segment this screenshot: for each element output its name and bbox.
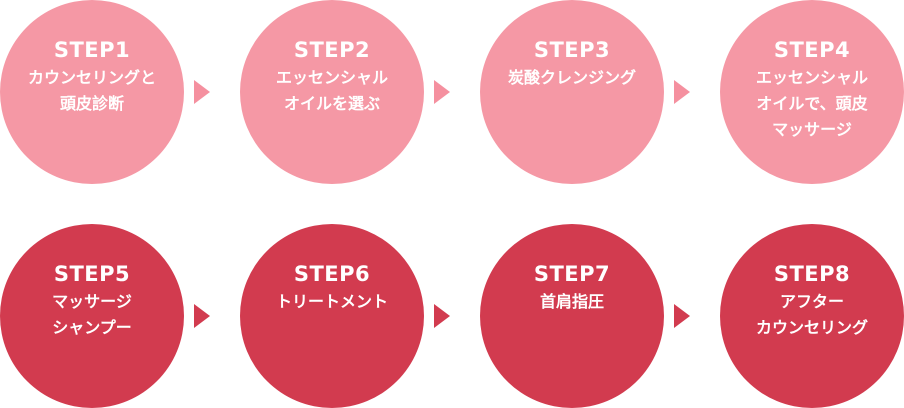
triangle-right-arrow-icon [674,304,690,328]
step-6-circle: STEP6 トリートメント [240,224,424,408]
step-8-desc-line-1: アフター [779,292,844,311]
step-1-title: STEP1 [53,38,131,62]
step-5-desc-line-1: マッサージ [52,292,132,311]
step-4-title: STEP4 [773,38,851,62]
step-2-desc-line-1: エッセンシャル [275,68,388,87]
step-1-desc-line-1: カウンセリングと [27,68,156,87]
step-7-title: STEP7 [533,262,611,286]
triangle-right-arrow-icon [434,304,450,328]
step-3-title: STEP3 [533,38,611,62]
step-4-desc-line-2: オイルで、頭皮 [756,94,868,113]
triangle-right-arrow-icon [434,80,450,104]
step-8-desc-line-2: カウンセリング [755,318,868,337]
step-3-desc-line-1: 炭酸クレンジング [507,68,636,87]
step-7-circle: STEP7 首肩指圧 [480,224,664,408]
triangle-right-arrow-icon [674,80,690,104]
step-4-desc-line-1: エッセンシャル [755,68,868,87]
step-2-title: STEP2 [293,38,371,62]
step-2-desc-line-2: オイルを選ぶ [283,94,380,113]
step-7-desc-line-1: 首肩指圧 [539,292,604,311]
step-8-title: STEP8 [773,262,851,286]
step-4-circle: STEP4 エッセンシャル オイルで、頭皮 マッサージ [720,0,904,184]
step-8-circle: STEP8 アフター カウンセリング [720,224,904,408]
step-4-desc-line-3: マッサージ [772,120,852,139]
step-5-circle: STEP5 マッサージ シャンプー [0,224,184,408]
triangle-right-arrow-icon [194,80,210,104]
step-5-title: STEP5 [53,262,131,286]
step-3-circle: STEP3 炭酸クレンジング [480,0,664,184]
triangle-right-arrow-icon [194,304,210,328]
step-5-desc-line-2: シャンプー [52,318,132,337]
step-2-circle: STEP2 エッセンシャル オイルを選ぶ [240,0,424,184]
step-6-title: STEP6 [293,262,371,286]
step-1-desc-line-2: 頭皮診断 [59,94,124,113]
step-1-circle: STEP1 カウンセリングと 頭皮診断 [0,0,184,184]
step-6-desc-line-1: トリートメント [275,292,388,311]
